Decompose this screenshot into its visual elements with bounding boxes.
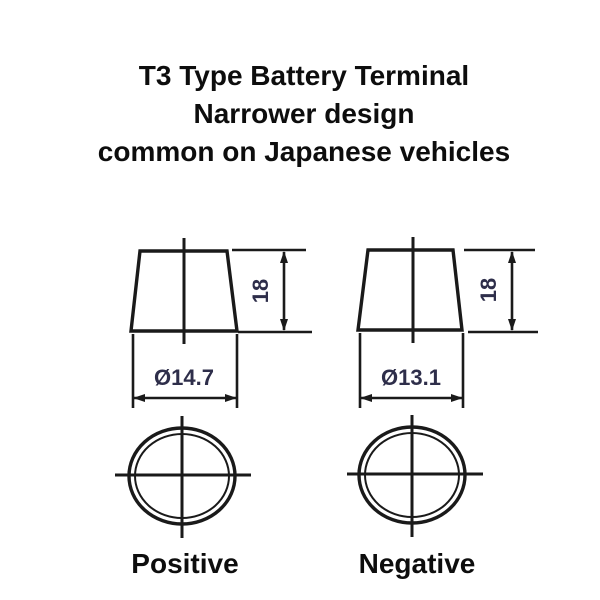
positive-diameter-dimension: Ø14.7 [131,334,239,408]
negative-top-view [347,415,483,537]
arrow-down-icon [508,319,516,331]
arrow-right-icon [225,394,237,402]
negative-label: Negative [358,548,476,579]
title-line-1: T3 Type Battery Terminal [138,60,470,91]
title-line-3: common on Japanese vehicles [97,136,511,167]
positive-height-value: 18 [248,279,273,303]
title-block: T3 Type Battery Terminal Narrower design… [4,57,600,171]
negative-diameter-dimension: Ø13.1 [358,333,465,408]
positive-top-view [115,416,251,538]
negative-height-dimension: 18 [464,248,538,334]
positive-diameter-value: Ø14.7 [154,365,214,390]
positive-height-dimension: 18 [232,248,312,334]
arrow-down-icon [280,319,288,331]
negative-height-value: 18 [476,278,501,302]
arrow-left-icon [360,394,372,402]
arrow-up-icon [508,251,516,263]
negative-trapezoid-outline [356,248,464,332]
positive-trapezoid-outline [129,249,239,333]
arrow-right-icon [451,394,463,402]
positive-label: Positive [131,548,239,579]
title-line-2: Narrower design [193,98,415,129]
arrow-up-icon [280,251,288,263]
positive-side-view: 18 Ø14.7 [129,238,312,408]
negative-side-view: 18 Ø13.1 [356,237,538,408]
arrow-left-icon [133,394,145,402]
negative-diameter-value: Ø13.1 [381,365,441,390]
